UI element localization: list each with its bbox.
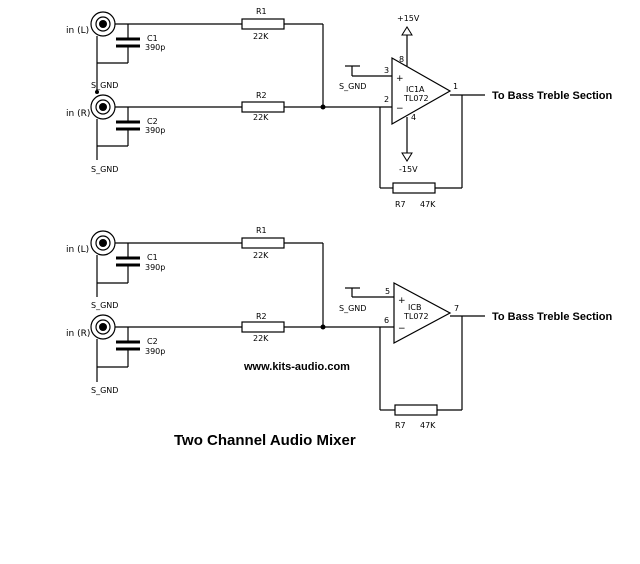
r7-value: 47K <box>420 200 436 209</box>
gnd-left-label: S_GND <box>91 301 118 310</box>
opamp-ic1a <box>391 56 452 126</box>
opamp-ref: ICB <box>408 303 421 312</box>
capacitor-c1 <box>116 243 140 283</box>
opamp-icb <box>393 281 452 345</box>
r7-value: 47K <box>420 421 436 430</box>
input-right-label: in (R) <box>66 109 90 119</box>
input-jack-left <box>90 230 116 256</box>
feedback-resistor-r7 <box>394 404 438 416</box>
output-label: To Bass Treble Section <box>492 90 613 102</box>
c1-ref: C1 <box>147 34 158 43</box>
input-jack-left <box>90 11 116 37</box>
resistor-r1 <box>241 18 285 30</box>
opamp-minus-sign: − <box>396 104 404 114</box>
feedback-resistor-r7 <box>392 182 436 194</box>
r2-value: 22K <box>253 113 269 122</box>
channel-2: in (L) C1 390p S_GND R1 22K in (R) <box>66 226 613 430</box>
vpos-arrow-icon <box>401 26 413 36</box>
resistor-r2 <box>241 321 285 333</box>
opamp-minus-sign: − <box>398 324 406 334</box>
c2-value: 390p <box>145 126 165 135</box>
r7-ref: R7 <box>395 421 406 430</box>
pin-out: 1 <box>453 82 458 91</box>
pin-noninv: 3 <box>384 66 389 75</box>
pin-vpos: 8 <box>399 55 404 64</box>
gnd-right-label: S_GND <box>91 386 118 395</box>
opamp-part: TL072 <box>403 312 429 321</box>
website-label: www.kits-audio.com <box>243 361 350 373</box>
input-right-label: in (R) <box>66 329 90 339</box>
c2-value: 390p <box>145 347 165 356</box>
r1-ref: R1 <box>256 226 267 235</box>
r2-ref: R2 <box>256 91 267 100</box>
c1-ref: C1 <box>147 253 158 262</box>
vneg-arrow-icon <box>401 152 413 162</box>
pin-noninv: 5 <box>385 287 390 296</box>
pin-inv: 6 <box>384 316 389 325</box>
supply-pos: +15V <box>397 14 420 23</box>
supply-neg: -15V <box>399 165 418 174</box>
input-left-label: in (L) <box>66 245 89 255</box>
r7-ref: R7 <box>395 200 406 209</box>
r1-ref: R1 <box>256 7 267 16</box>
input-jack-right <box>90 314 116 340</box>
pin-inv: 2 <box>384 95 389 104</box>
r2-ref: R2 <box>256 312 267 321</box>
c1-value: 390p <box>145 263 165 272</box>
opamp-ground-label: S_GND <box>339 82 366 91</box>
input-left-label: in (L) <box>66 26 89 36</box>
output-label: To Bass Treble Section <box>492 311 613 323</box>
summing-junction <box>320 104 326 110</box>
gnd-left-label: S_GND <box>91 81 118 90</box>
channel-1: in (L) C1 390p S_GND R1 22K in (R) <box>66 7 613 209</box>
r1-value: 22K <box>253 251 269 260</box>
diagram-title: Two Channel Audio Mixer <box>174 432 356 449</box>
resistor-r1 <box>241 237 285 249</box>
gnd-right-label: S_GND <box>91 165 118 174</box>
pin-out: 7 <box>454 304 459 313</box>
summing-junction <box>320 324 326 330</box>
opamp-ground-label: S_GND <box>339 304 366 313</box>
r1-value: 22K <box>253 32 269 41</box>
resistor-r2 <box>241 101 285 113</box>
c2-ref: C2 <box>147 117 158 126</box>
r2-value: 22K <box>253 334 269 343</box>
opamp-plus-sign: + <box>398 296 406 306</box>
c1-value: 390p <box>145 43 165 52</box>
opamp-ref: IC1A <box>406 85 425 94</box>
opamp-part: TL072 <box>403 94 429 103</box>
capacitor-c1 <box>116 24 140 63</box>
input-jack-right <box>90 94 116 120</box>
capacitor-c2 <box>116 327 140 367</box>
pin-vneg: 4 <box>411 113 416 122</box>
capacitor-c2 <box>116 107 140 146</box>
opamp-plus-sign: + <box>396 74 404 84</box>
c2-ref: C2 <box>147 337 158 346</box>
